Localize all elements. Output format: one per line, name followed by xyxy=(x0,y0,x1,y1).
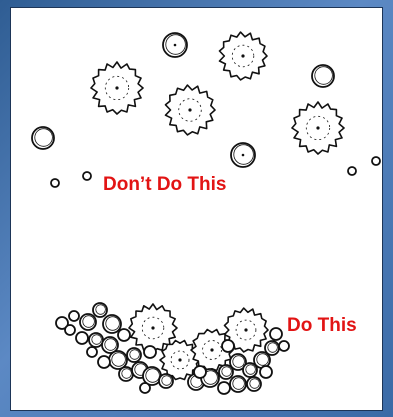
clustered-cell xyxy=(69,311,79,321)
spiky-cell xyxy=(292,102,344,154)
clustered-cell xyxy=(194,366,206,378)
spiky-cell xyxy=(91,62,143,114)
scattered-cells-group xyxy=(32,32,380,187)
clustered-cell xyxy=(144,346,156,358)
clustered-cell xyxy=(89,333,103,347)
small-ring-cell xyxy=(51,179,59,187)
do-this-label: Do This xyxy=(287,315,357,337)
spiky-cell xyxy=(166,85,216,135)
clustered-cell xyxy=(218,382,230,394)
clustered-cell xyxy=(103,315,121,333)
clustered-cell xyxy=(76,332,88,344)
clustered-cell xyxy=(140,383,150,393)
spiky-cell xyxy=(220,32,268,80)
clustered-cell xyxy=(265,341,279,355)
clustered-cell xyxy=(260,366,272,378)
clustered-cell xyxy=(98,356,110,368)
ring-cell xyxy=(163,33,187,57)
clustered-cell xyxy=(87,347,97,357)
clustered-cell xyxy=(159,374,173,388)
clustered-cell xyxy=(118,329,130,341)
ring-cell xyxy=(312,65,334,87)
clustered-cell xyxy=(127,348,141,362)
clustered-cell xyxy=(247,377,261,391)
clustered-cell xyxy=(93,303,107,317)
dont-do-this-label: Don’t Do This xyxy=(103,174,226,196)
clustered-cell xyxy=(222,340,234,352)
small-ring-cell xyxy=(83,172,91,180)
clustered-cells-group xyxy=(56,303,289,394)
ring-cell xyxy=(32,127,54,149)
small-ring-cell xyxy=(372,157,380,165)
clustered-cell xyxy=(279,341,289,351)
clustered-cell xyxy=(65,325,75,335)
ring-cell xyxy=(231,143,255,167)
clustered-cell xyxy=(80,314,96,330)
clustered-cell xyxy=(230,376,246,392)
clustered-cell xyxy=(119,367,133,381)
small-ring-cell xyxy=(348,167,356,175)
clustered-cell xyxy=(270,328,282,340)
